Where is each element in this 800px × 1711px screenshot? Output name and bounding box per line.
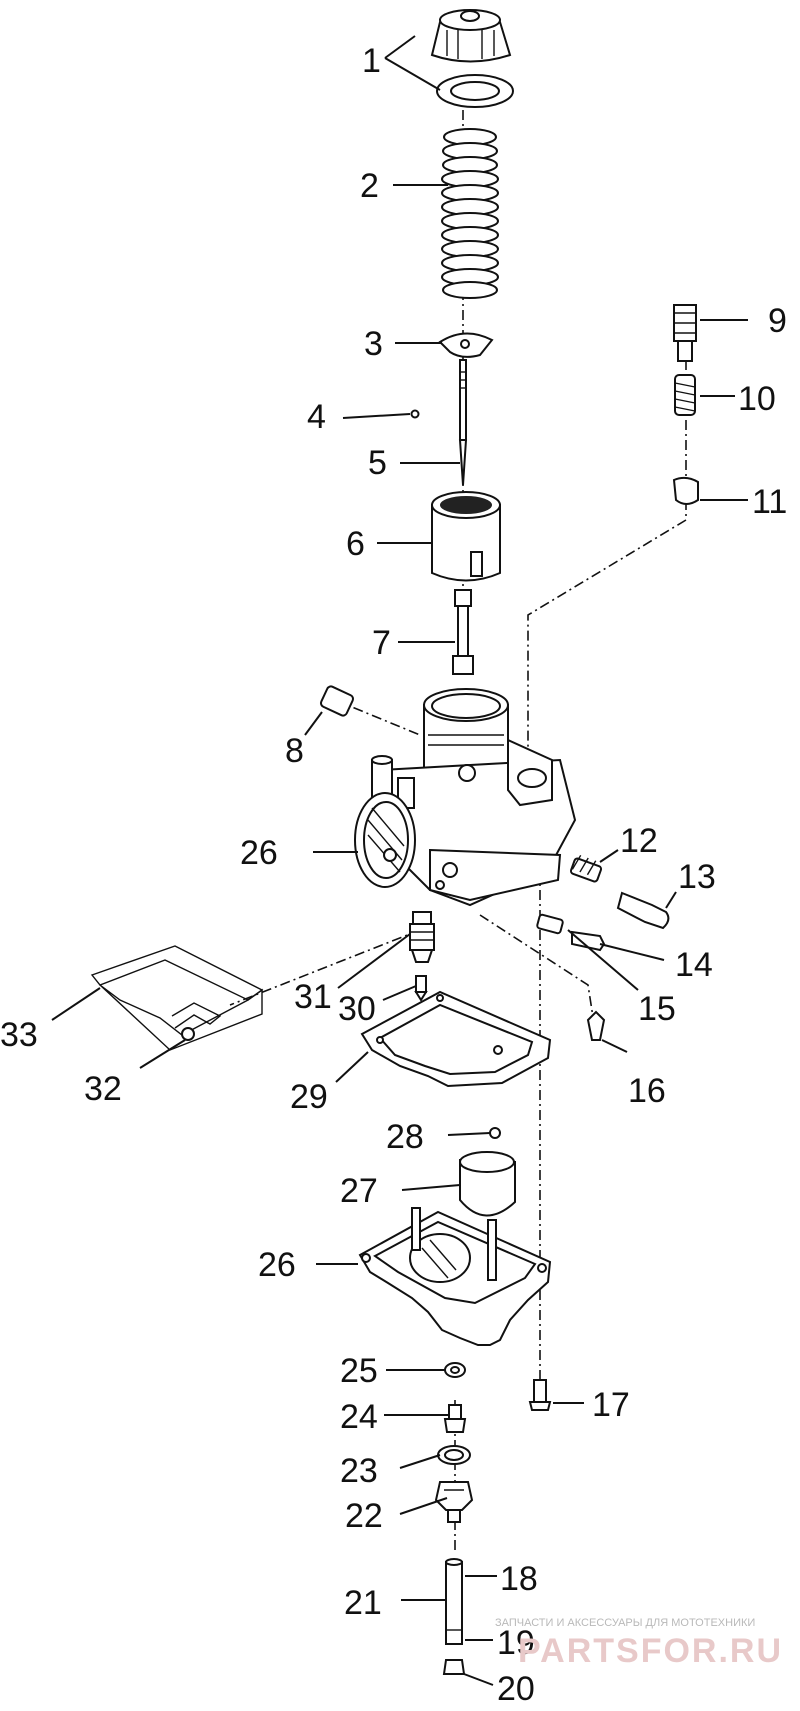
needle-clip bbox=[410, 409, 420, 419]
float-bowl-gasket bbox=[360, 990, 552, 1088]
adjuster-spring bbox=[674, 374, 696, 416]
pilot-jet bbox=[409, 911, 435, 963]
cap-part bbox=[430, 9, 512, 63]
callout-28: 28 bbox=[386, 1118, 424, 1156]
callout-17: 17 bbox=[592, 1386, 630, 1424]
callout-33: 33 bbox=[0, 1016, 38, 1054]
callout-8: 8 bbox=[285, 732, 304, 770]
callout-4: 4 bbox=[307, 398, 326, 436]
air-screw bbox=[616, 891, 670, 930]
callout-26b: 26 bbox=[258, 1246, 296, 1284]
callout-23: 23 bbox=[340, 1452, 378, 1490]
cap-washer bbox=[436, 74, 514, 108]
idle-screw bbox=[571, 930, 606, 952]
needle-retainer bbox=[438, 332, 494, 358]
callout-26a: 26 bbox=[240, 834, 278, 872]
main-jet-washer bbox=[444, 1362, 466, 1378]
float bbox=[459, 1151, 516, 1217]
callout-1: 1 bbox=[362, 42, 381, 80]
callout-24: 24 bbox=[340, 1398, 378, 1436]
callout-11: 11 bbox=[752, 483, 787, 521]
callout-7: 7 bbox=[372, 624, 391, 662]
choke-plug bbox=[319, 685, 355, 717]
callout-19: 19 bbox=[497, 1624, 535, 1662]
axis-16 bbox=[479, 914, 596, 1031]
callout-14: 14 bbox=[675, 946, 713, 984]
callout-32: 32 bbox=[84, 1070, 122, 1108]
callout-labels: 1 2 3 4 5 6 7 8 9 10 11 12 13 14 15 16 1… bbox=[0, 42, 787, 1708]
callout-5: 5 bbox=[368, 444, 387, 482]
jet-needle bbox=[458, 359, 468, 486]
drain-o-ring bbox=[437, 1445, 471, 1465]
carburetor-body bbox=[371, 688, 577, 907]
adjuster-cap bbox=[672, 476, 699, 505]
callout-16: 16 bbox=[628, 1072, 666, 1110]
watermark-tagline: ЗАПЧАСТИ И АКСЕССУАРЫ ДЛЯ МОТОТЕХНИКИ bbox=[495, 1617, 755, 1629]
watermark-brand: PARTSFOR.RU bbox=[518, 1632, 783, 1670]
vent-hose-joint bbox=[181, 1027, 195, 1041]
callout-18: 18 bbox=[500, 1560, 538, 1598]
throttle-spring bbox=[441, 128, 499, 299]
callout-25: 25 bbox=[340, 1352, 378, 1390]
axis-33 bbox=[229, 929, 421, 1006]
callout-20: 20 bbox=[497, 1670, 535, 1708]
air-screw-spring bbox=[569, 854, 603, 883]
callout-21: 21 bbox=[344, 1584, 382, 1622]
intake-bore bbox=[354, 792, 416, 888]
callout-15: 15 bbox=[638, 990, 676, 1028]
callout-12: 12 bbox=[620, 822, 658, 860]
hose-clip bbox=[586, 1010, 606, 1041]
leader-lines bbox=[51, 35, 748, 1686]
vent-hose bbox=[90, 945, 264, 1051]
drain-plug bbox=[434, 1481, 474, 1523]
overflow-cap bbox=[442, 1659, 466, 1675]
main-jet bbox=[443, 1404, 467, 1433]
needle-jet bbox=[452, 589, 474, 675]
watermark: ЗАПЧАСТИ И АКСЕССУАРЫ ДЛЯ МОТОТЕХНИКИ PA… bbox=[495, 1617, 783, 1670]
callout-27: 27 bbox=[340, 1172, 378, 1210]
float-bowl bbox=[358, 1207, 552, 1346]
callout-29: 29 bbox=[290, 1078, 328, 1116]
callout-31: 31 bbox=[294, 978, 332, 1016]
cable-adjuster bbox=[673, 304, 697, 362]
callout-3: 3 bbox=[364, 325, 383, 363]
overflow-tube bbox=[445, 1558, 463, 1645]
axis-11-to-body bbox=[527, 519, 687, 770]
callout-6: 6 bbox=[346, 525, 365, 563]
callout-10: 10 bbox=[738, 380, 776, 418]
callout-9: 9 bbox=[768, 302, 787, 340]
callout-2: 2 bbox=[360, 167, 379, 205]
float-pin-cap bbox=[489, 1127, 501, 1139]
bowl-screw bbox=[528, 1379, 552, 1411]
pilot-jet-tip bbox=[414, 975, 428, 1002]
idle-screw-spring bbox=[536, 913, 564, 935]
callout-30: 30 bbox=[338, 990, 376, 1028]
throttle-slide bbox=[431, 491, 501, 582]
callout-22: 22 bbox=[345, 1497, 383, 1535]
callout-13: 13 bbox=[678, 858, 716, 896]
